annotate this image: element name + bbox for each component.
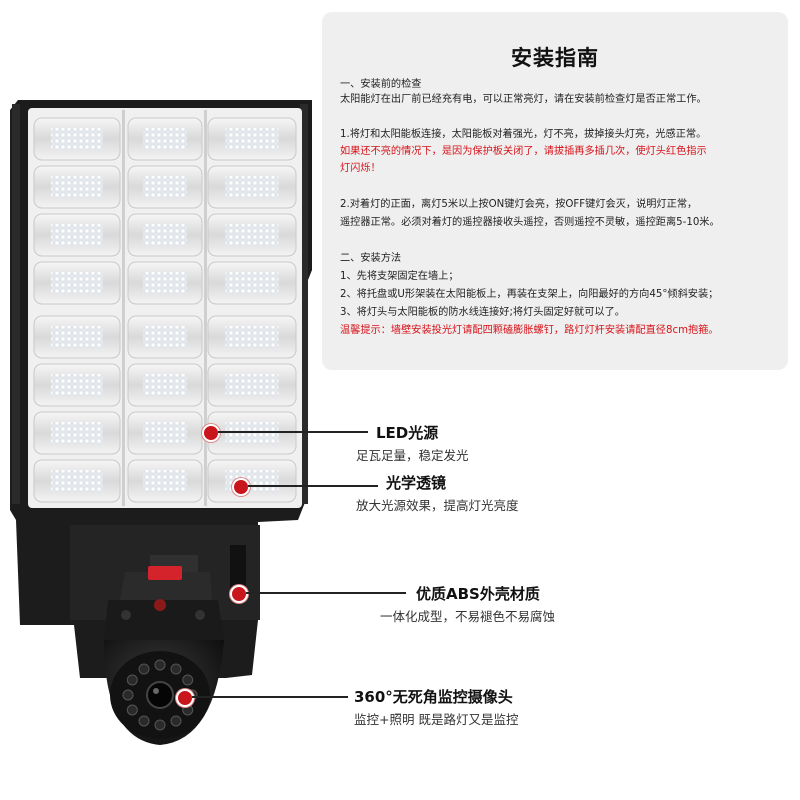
camera-ir-led xyxy=(138,715,150,727)
led-chip-array xyxy=(142,374,188,396)
led-chip-array xyxy=(51,224,103,246)
led-chip-array xyxy=(142,272,188,294)
guide-line: 1.将灯和太阳能板连接，太阳能板对着强光，灯不亮，拔掉接头灯亮，光感正常。 xyxy=(340,129,707,140)
red-dot-marker-icon xyxy=(230,585,248,603)
guide-line-warning: 灯闪烁！ xyxy=(340,163,381,174)
guide-line: 遥控器正常。必须对着灯的遥控器接收头遥控，否则遥控不灵敏，遥控距离5-10米。 xyxy=(340,217,720,228)
camera-ir-led xyxy=(170,715,182,727)
red-dot-marker-icon xyxy=(202,424,220,442)
led-chip-array xyxy=(225,326,279,348)
camera-ir-led xyxy=(182,674,194,686)
callout-title-led: LED光源 xyxy=(376,424,439,442)
callout-subtitle-led: 足瓦足量，稳定发光 xyxy=(356,448,469,463)
camera-ir-led xyxy=(122,689,134,701)
led-chip-array xyxy=(225,272,279,294)
guide-line-warning: 如果还不亮的情况下，是因为保护板关闭了，请拔插再多插几次，使灯头红色指示 xyxy=(340,146,707,157)
guide-line: 二、安装方法 xyxy=(340,253,402,264)
led-chip-array xyxy=(51,128,103,150)
guide-title: 安装指南 xyxy=(511,46,599,70)
led-chip-array xyxy=(51,470,103,492)
callout-line xyxy=(246,592,406,594)
led-chip-array xyxy=(225,224,279,246)
led-chip-array xyxy=(225,422,279,444)
led-chip-array xyxy=(225,374,279,396)
led-chip-array xyxy=(142,470,188,492)
guide-tip-warning: 温馨提示：墙壁安装投光灯请配四颗磕膨胀螺钉，路灯灯杆安装请配直径8cm抱箍。 xyxy=(340,325,719,336)
guide-line: 2.对着灯的正面，离灯5米以上按ON键灯会亮，按OFF键灯会灭，说明灯正常， xyxy=(340,199,698,210)
callout-title-abs: 优质ABS外壳材质 xyxy=(416,585,540,603)
guide-line: 一、安装前的检查 xyxy=(340,79,422,90)
led-chip-array xyxy=(225,176,279,198)
guide-line: 太阳能灯在出厂前已经充有电，可以正常亮灯，请在安装前检查灯是否正常工作。 xyxy=(340,94,707,105)
camera-body xyxy=(104,600,224,640)
callout-title-lens: 光学透镜 xyxy=(386,474,447,492)
callout-title-camera: 360°无死角监控摄像头 xyxy=(354,688,513,706)
led-chip-array xyxy=(51,374,103,396)
led-chip-array xyxy=(142,224,188,246)
callout-subtitle-lens: 放大光源效果，提高灯光亮度 xyxy=(356,498,519,513)
panel-divider xyxy=(122,110,125,506)
camera-lens xyxy=(146,681,174,709)
callout-line xyxy=(218,431,368,433)
guide-line: 1、先将支架固定在墙上； xyxy=(340,271,459,282)
guide-line: 3、将灯头与太阳能板的防水线连接好;将灯头固定好就可以了。 xyxy=(340,307,625,318)
led-chip-array xyxy=(51,326,103,348)
led-chip-array xyxy=(142,422,188,444)
camera-ir-led xyxy=(138,663,150,675)
camera-ir-led xyxy=(126,674,138,686)
camera-ir-led xyxy=(126,704,138,716)
guide-line: 2、将托盘或U形架装在太阳能板上，再装在支架上，向阳最好的方向45°倾斜安装； xyxy=(340,289,719,300)
callout-line xyxy=(248,485,378,487)
callout-subtitle-camera: 监控+照明 既是路灯又是监控 xyxy=(354,712,519,727)
led-chip-array xyxy=(51,422,103,444)
camera-ir-led xyxy=(170,663,182,675)
led-chip-array xyxy=(225,128,279,150)
led-chip-array xyxy=(142,326,188,348)
camera-ir-led xyxy=(154,659,166,671)
callout-subtitle-abs: 一体化成型，不易褪色不易腐蚀 xyxy=(380,609,556,624)
led-chip-array xyxy=(142,128,188,150)
callout-line xyxy=(192,696,348,698)
led-chip-array xyxy=(51,272,103,294)
installation-guide-panel: 安装指南 一、安装前的检查 太阳能灯在出厂前已经充有电，可以正常亮灯，请在安装前… xyxy=(322,12,788,370)
panel-divider xyxy=(204,110,207,506)
led-chip-array xyxy=(142,176,188,198)
led-chip-array xyxy=(51,176,103,198)
red-dot-marker-icon xyxy=(232,478,250,496)
red-dot-marker-icon xyxy=(176,689,194,707)
camera-ir-led xyxy=(154,719,166,731)
